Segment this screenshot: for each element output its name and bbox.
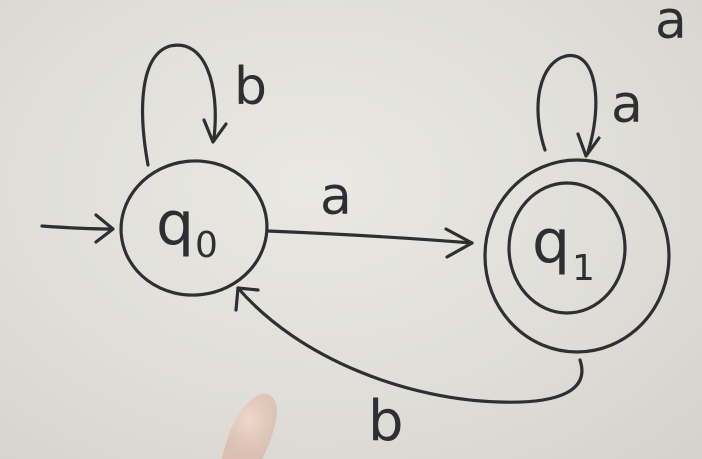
state-q1-inner-circle — [507, 181, 627, 315]
start-arrow — [40, 213, 115, 244]
transition-q0-q1-label: a — [320, 167, 352, 227]
state-q1-label: q — [532, 207, 570, 277]
transition-q1-q0: b — [234, 286, 584, 454]
transition-q1-q1-label: a — [611, 75, 643, 135]
state-q0-label: q — [156, 189, 194, 259]
corner-letter: a — [655, 0, 687, 51]
state-q1-outer-circle — [483, 158, 671, 354]
state-q0-circle — [119, 159, 269, 297]
state-q1-subscript: 1 — [572, 248, 595, 289]
state-q0[interactable]: q 0 — [114, 154, 273, 303]
transition-q0-q1: a — [266, 167, 474, 259]
transition-q0-q0: b — [140, 43, 267, 167]
state-q1[interactable]: q 1 — [483, 158, 671, 354]
transition-q0-q0-label: b — [234, 57, 267, 117]
state-q0-subscript: 0 — [195, 225, 218, 266]
finger-shadow — [222, 393, 278, 459]
transition-q1-q0-label: b — [368, 389, 404, 454]
transition-q1-q1: a — [536, 54, 643, 158]
